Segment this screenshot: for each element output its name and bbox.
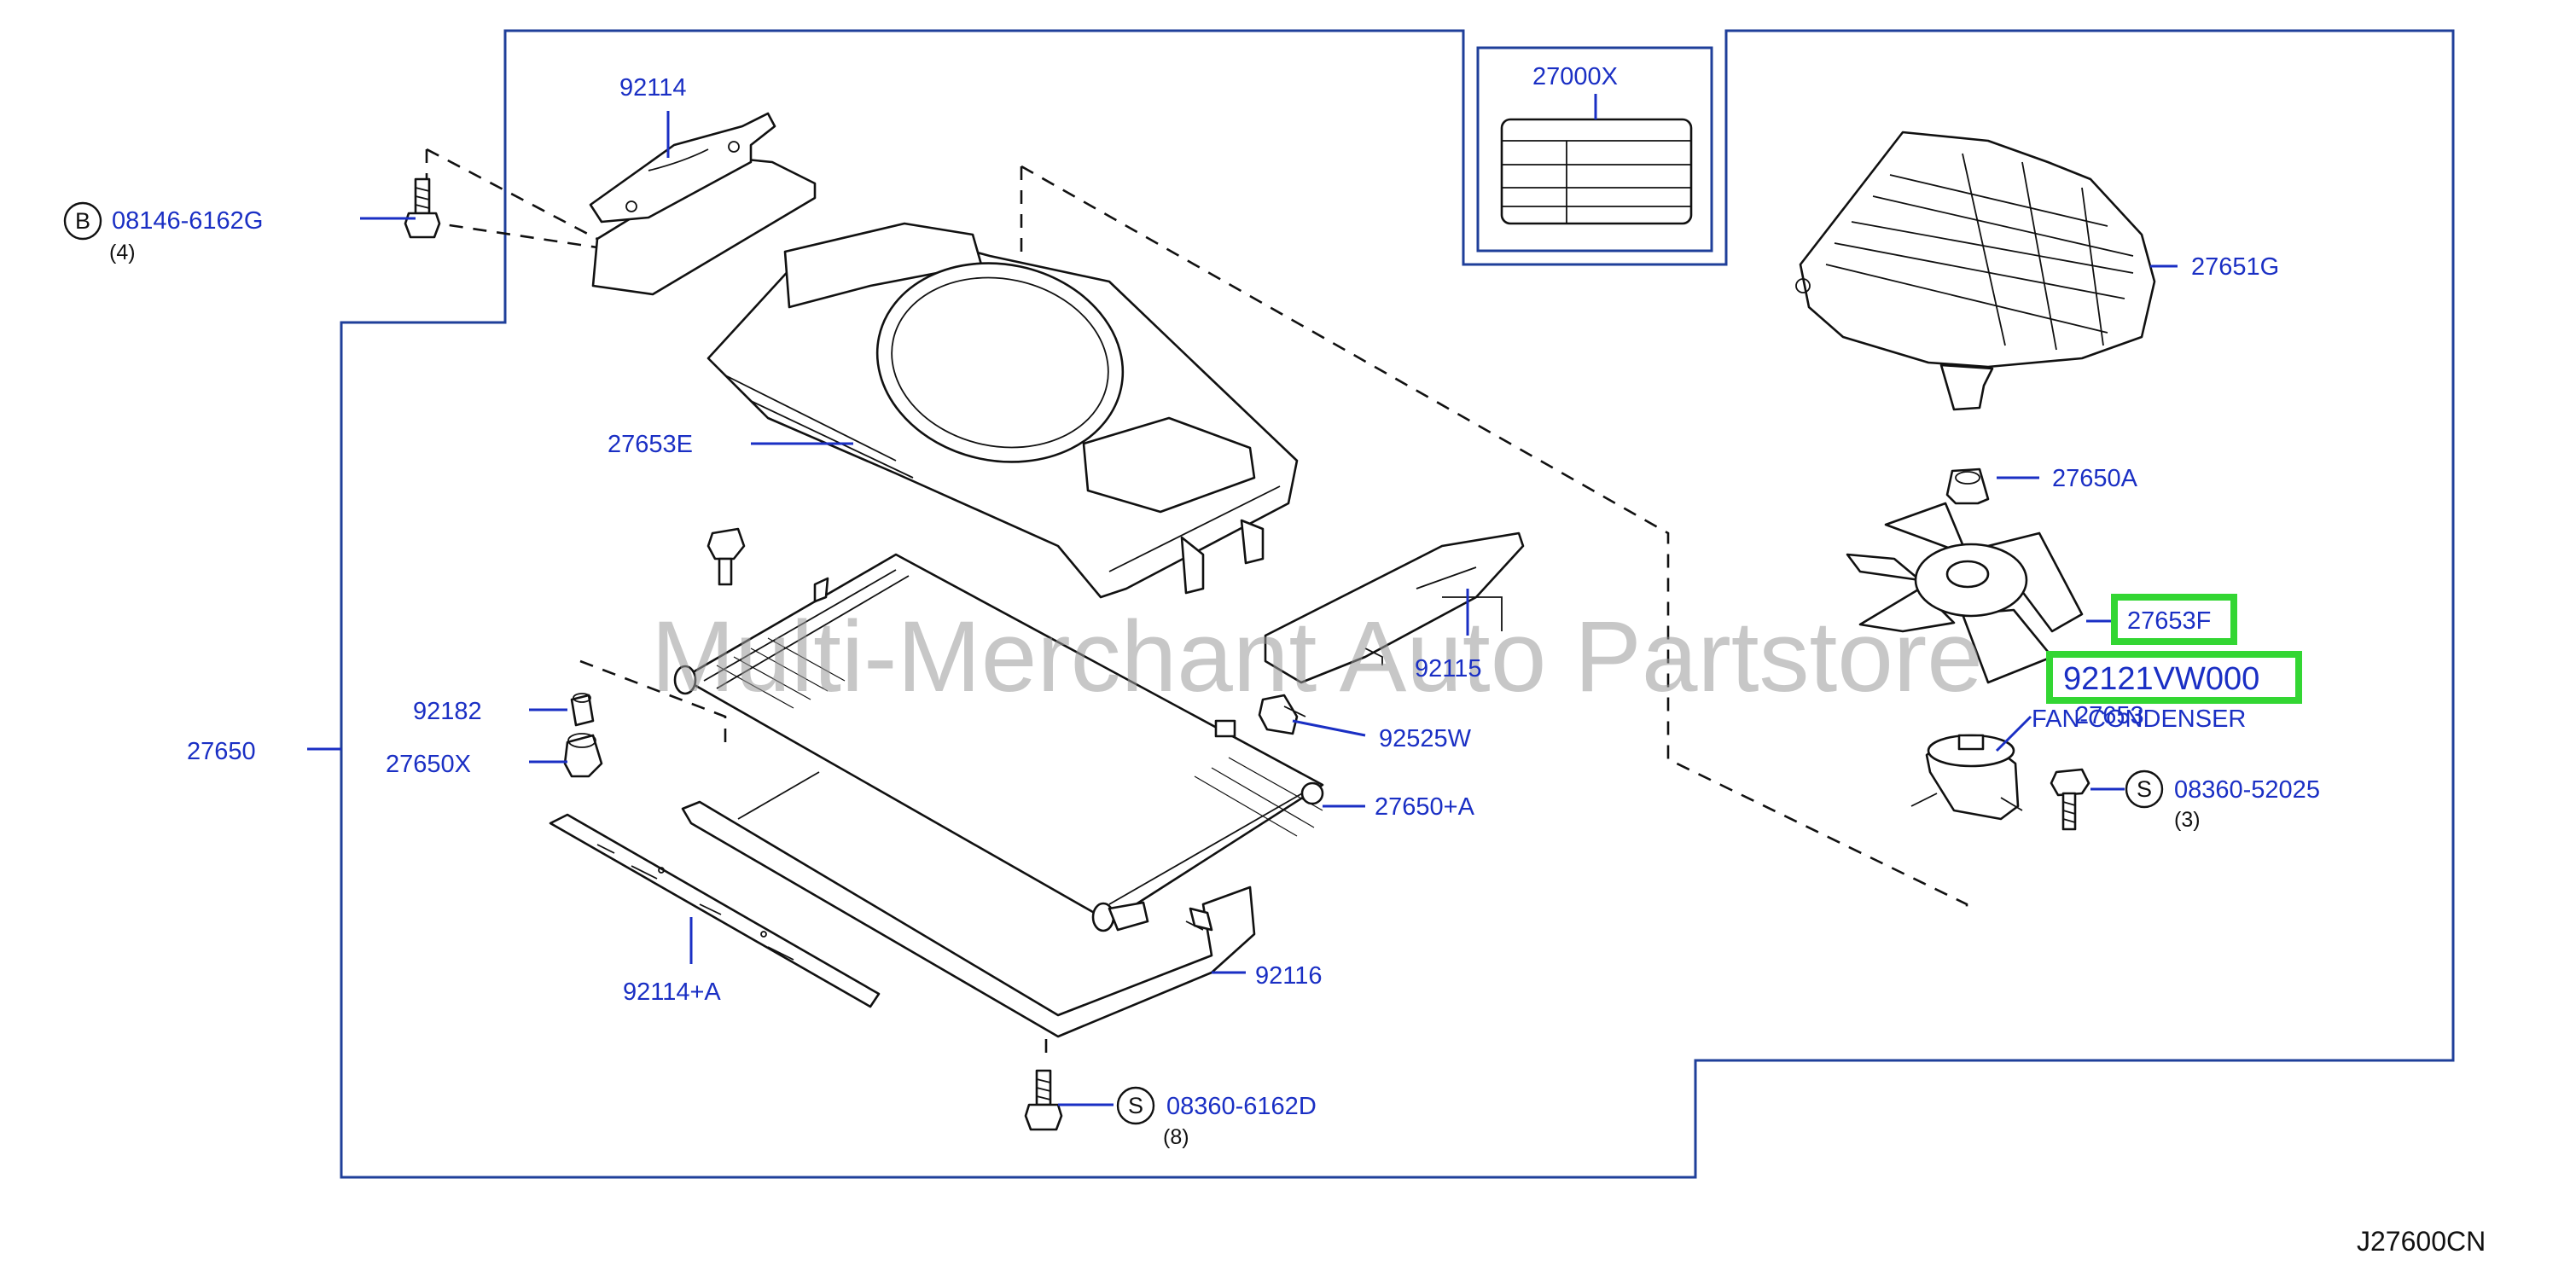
dashed-guide-insulator [579, 659, 727, 746]
qty-08360-52025: (3) [2174, 808, 2201, 832]
label-92525W[interactable]: 92525W [1379, 725, 1472, 752]
label-92114[interactable]: 92114 [619, 74, 687, 102]
symbol-b [63, 201, 102, 241]
clip-icon [1945, 467, 1990, 505]
label-08360-52025[interactable]: 08360-52025 [2174, 776, 2320, 804]
qty-08146-6162G: (4) [109, 241, 136, 264]
watermark: Multi-Merchant Auto Partstore [651, 601, 1983, 713]
label-08146-6162G[interactable]: 08146-6162G [112, 207, 263, 235]
fan-shroud-icon [707, 222, 1299, 599]
condenser-bolt-icon [707, 527, 746, 586]
label-27650A[interactable]: 27650A [2052, 465, 2138, 492]
bracket-92114a-icon [549, 813, 881, 1008]
label-27650-a[interactable]: 27650+A [1375, 793, 1475, 821]
bottom-bolt-icon [1024, 1069, 1063, 1131]
label-92114-a[interactable]: 92114+A [623, 979, 721, 1006]
label-27653E[interactable]: 27653E [608, 431, 693, 458]
bracket-92114-icon [589, 112, 817, 296]
symbol-s-motor-letter: S [2137, 776, 2152, 802]
highlight-92121VW000 [2046, 651, 2302, 704]
symbol-s-bottom [1116, 1086, 1155, 1125]
dashed-guide-fan [1020, 165, 1968, 913]
lower-support-icon [681, 771, 1256, 1038]
dashed-guide-shroud [426, 148, 598, 241]
label-92182[interactable]: 92182 [413, 698, 482, 725]
rubber-mount-icon [563, 733, 603, 778]
symbol-s-bottom-letter: S [1128, 1093, 1143, 1118]
leader-lines [307, 94, 2178, 1106]
label-27653F[interactable]: 27653F [2127, 607, 2211, 635]
label-27000X[interactable]: 27000X [1532, 63, 1618, 90]
symbol-b-letter: B [75, 208, 90, 234]
label-27653[interactable]: 27653 [2075, 702, 2144, 729]
fan-blade-icon [1846, 502, 2084, 684]
condenser-icon [673, 553, 1324, 932]
label-27651G[interactable]: 27651G [2191, 253, 2279, 281]
symbol-s-motor [2125, 769, 2164, 809]
assembly-frame [340, 29, 2455, 1179]
label-92116[interactable]: 92116 [1255, 962, 1323, 990]
diagram-code: J27600CN [2357, 1226, 2486, 1257]
label-27650[interactable]: 27650 [187, 738, 256, 765]
label-08360-6162D[interactable]: 08360-6162D [1166, 1093, 1317, 1120]
grommet-icon [1258, 694, 1306, 735]
dashed-guide-bracket [425, 149, 598, 249]
label-box-frame [1476, 46, 1713, 253]
label-92121VW000[interactable]: 92121VW000 [2063, 661, 2259, 697]
label-27650X[interactable]: 27650X [386, 751, 471, 778]
fan-motor-icon [1910, 734, 2023, 821]
bracket-92115-icon [1264, 531, 1525, 684]
caution-label-icon [1500, 118, 1693, 225]
qty-08360-6162D: (8) [1163, 1125, 1189, 1149]
screw-icon [2050, 768, 2090, 831]
bolt-icon [404, 177, 441, 239]
label-92115[interactable]: 92115 [1415, 655, 1482, 682]
insulator-icon [570, 693, 595, 727]
highlight-27653F [2111, 594, 2237, 645]
label-fan-condenser: FAN-CONDENSER [2032, 706, 2246, 733]
upper-shroud-icon [1795, 131, 2156, 411]
